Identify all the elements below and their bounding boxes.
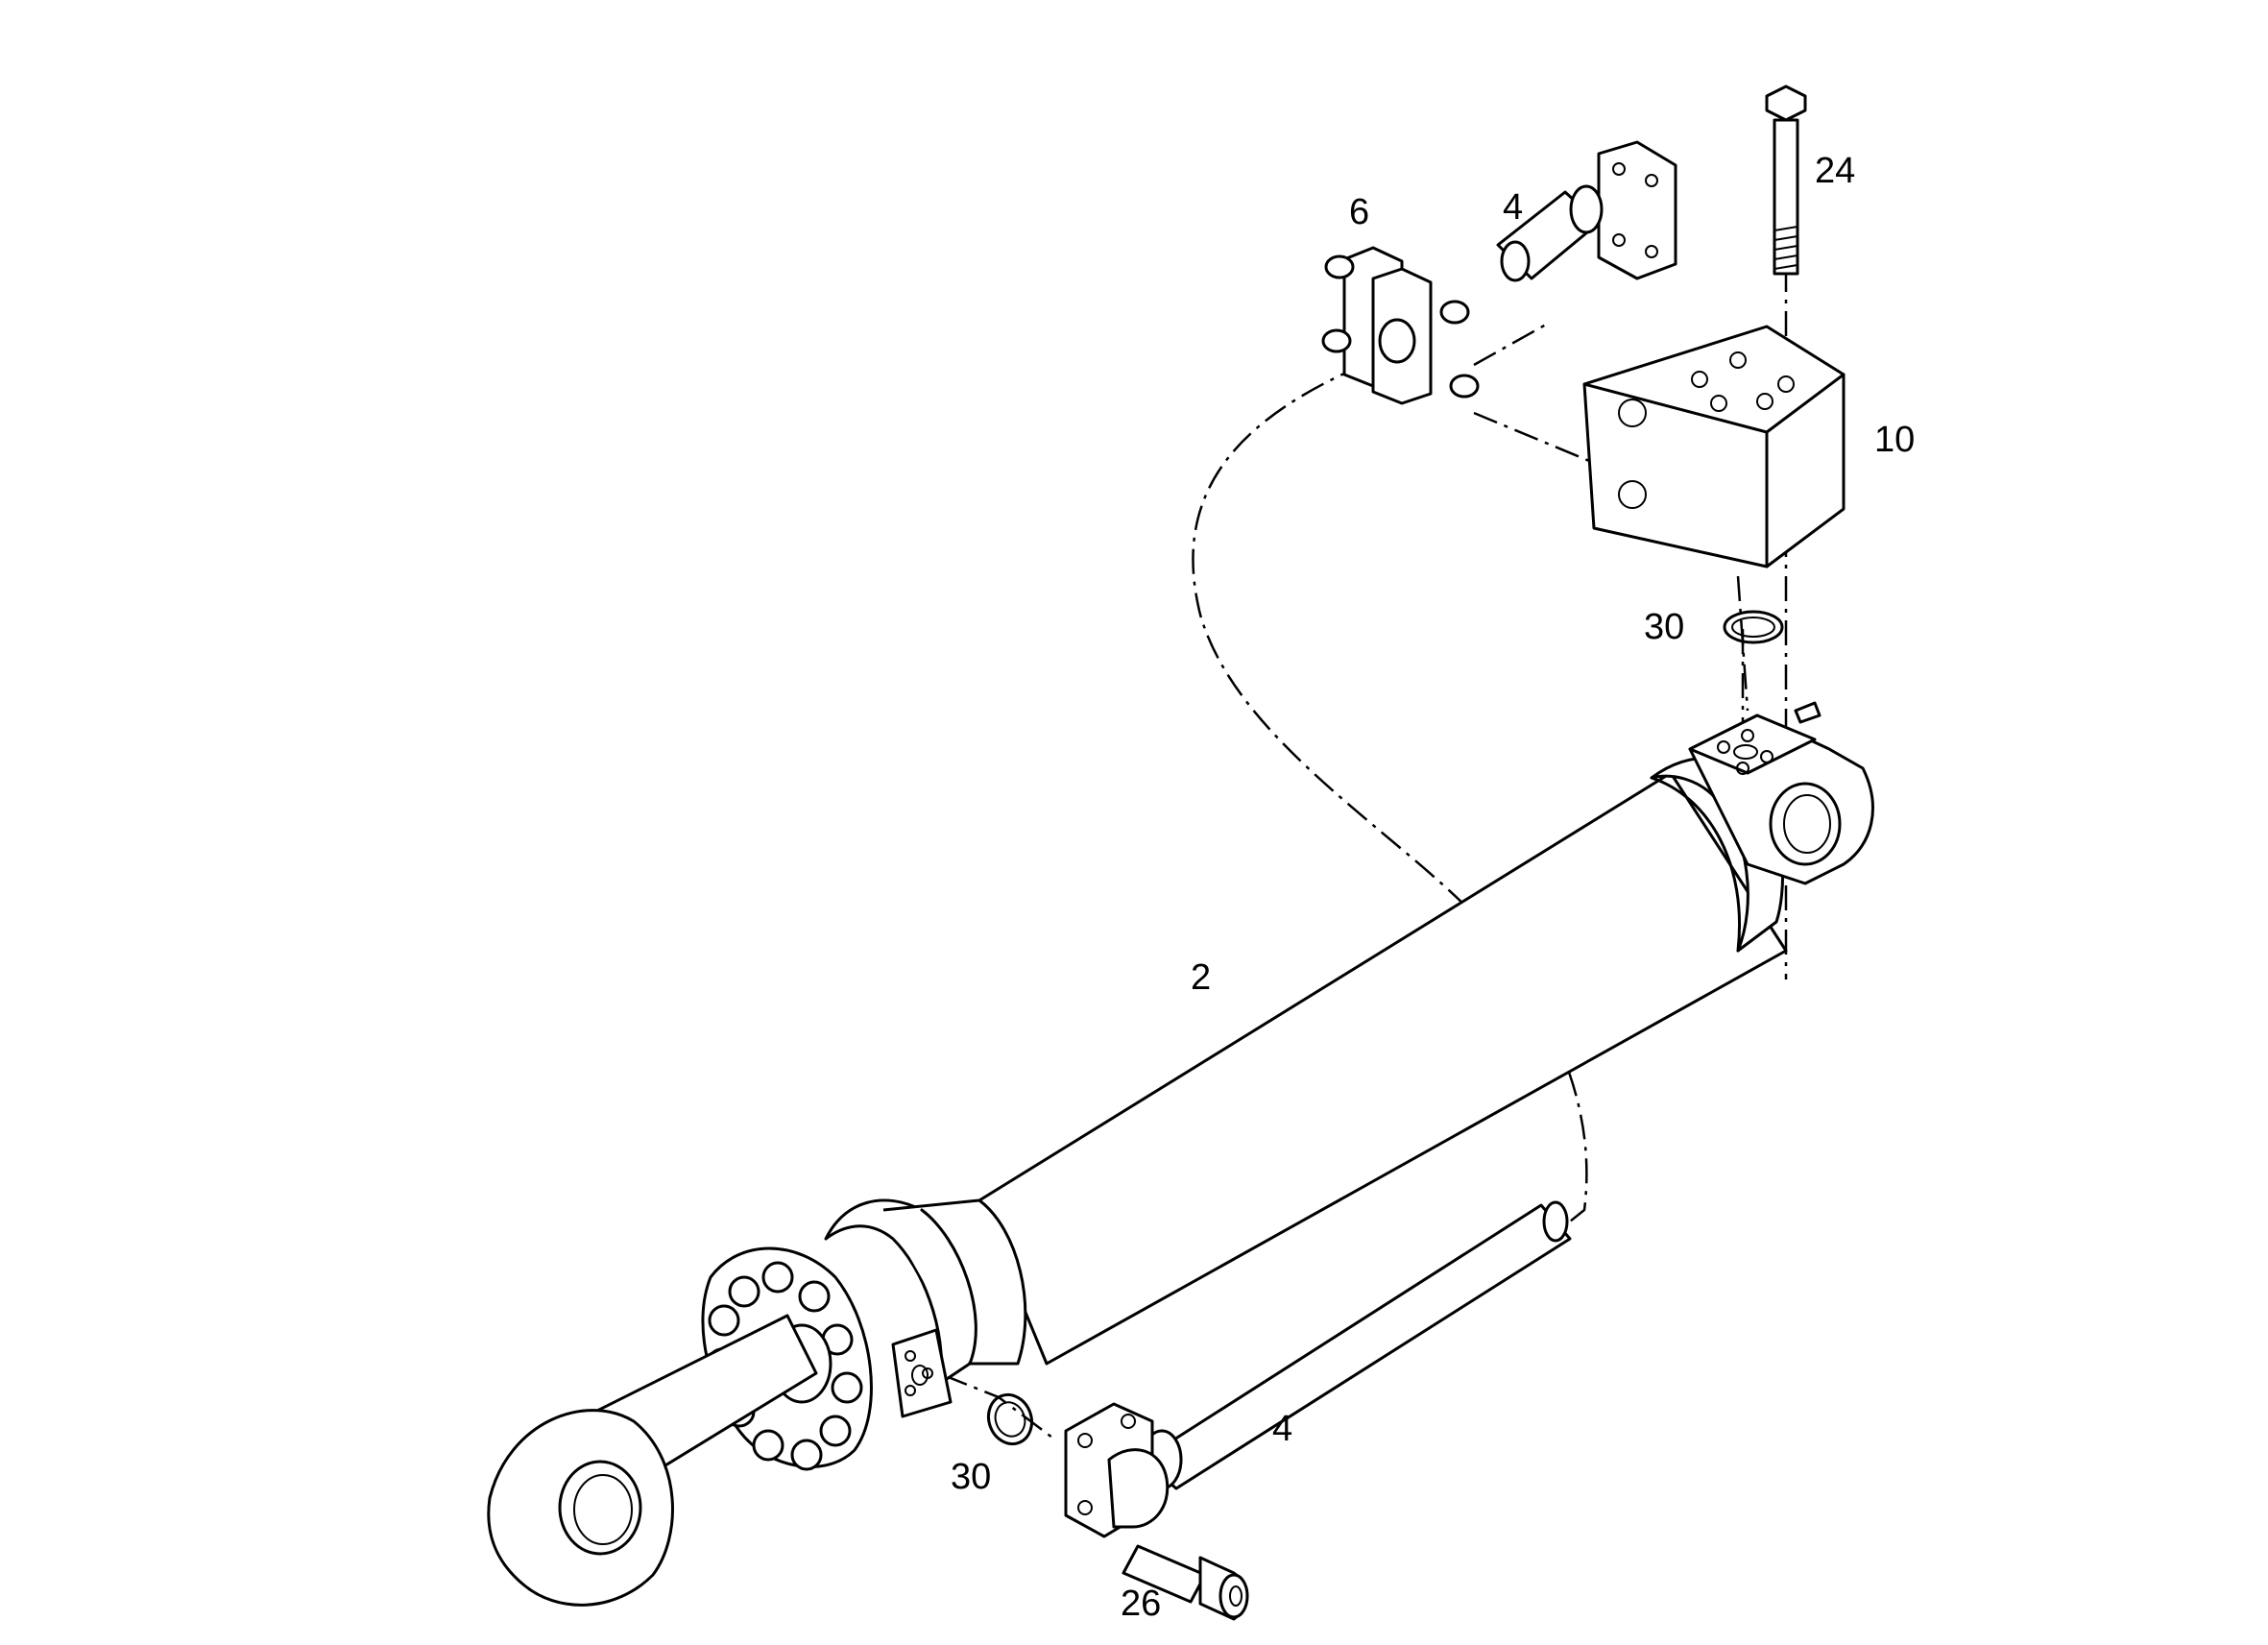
o-ring-bottom bbox=[986, 1392, 1034, 1446]
callout-24: 24 bbox=[1815, 151, 1855, 191]
cap-screw-26 bbox=[1122, 1544, 1249, 1621]
callout-30-bottom: 30 bbox=[951, 1457, 991, 1497]
callout-4-top: 4 bbox=[1503, 187, 1523, 228]
hydraulic-cylinder bbox=[487, 701, 1874, 1607]
bolt-24 bbox=[1765, 85, 1807, 276]
callout-labels: 24 6 4 10 30 2 4 30 26 bbox=[951, 151, 1915, 1624]
o-ring-top bbox=[1723, 610, 1784, 644]
valve-block bbox=[1582, 325, 1846, 568]
callout-4-bottom: 4 bbox=[1272, 1409, 1292, 1449]
callout-26: 26 bbox=[1121, 1584, 1161, 1624]
pipe-fitting-top bbox=[1496, 140, 1677, 282]
callout-10: 10 bbox=[1874, 420, 1915, 460]
pipe-clamp bbox=[1321, 246, 1480, 405]
callout-6: 6 bbox=[1349, 192, 1369, 232]
callout-2: 2 bbox=[1191, 957, 1211, 998]
pipe-bottom bbox=[1064, 1200, 1572, 1538]
callout-30-top: 30 bbox=[1644, 607, 1684, 647]
